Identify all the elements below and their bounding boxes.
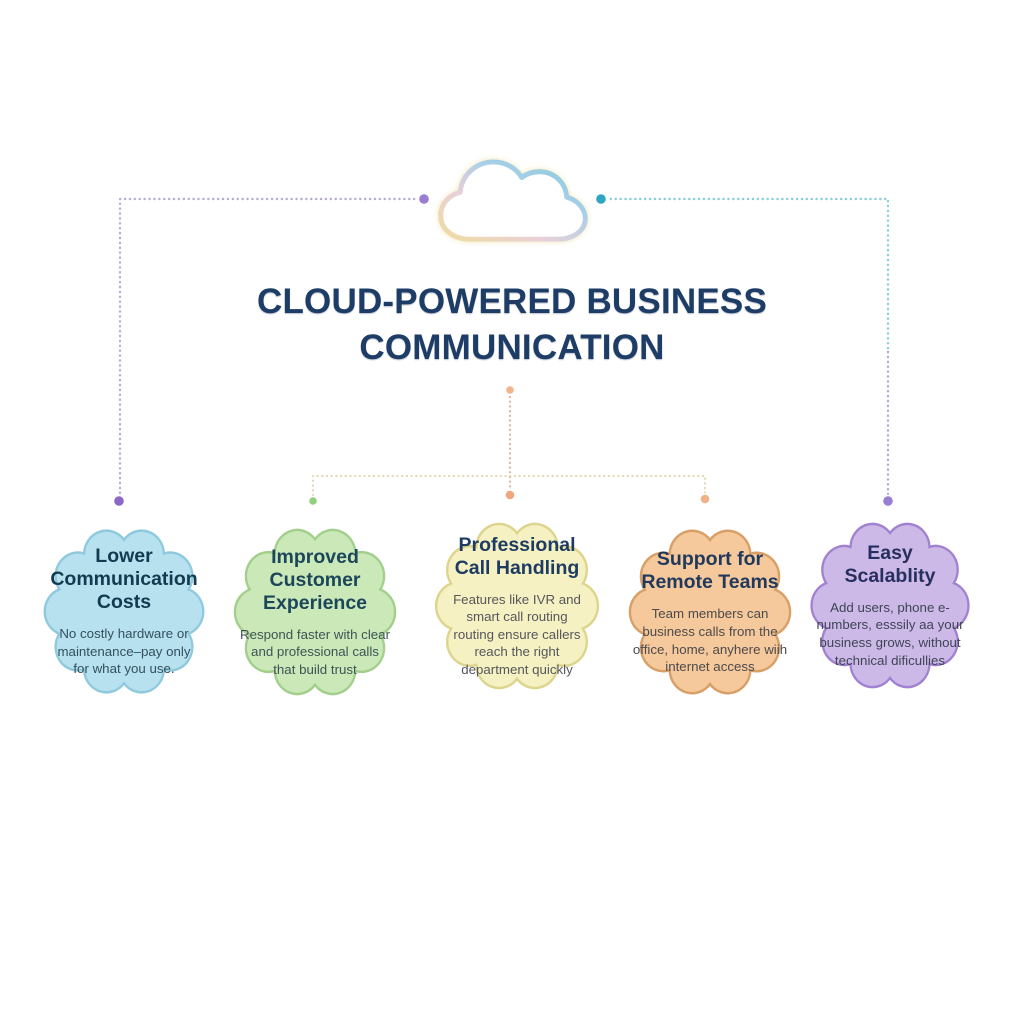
- bubble-text-block: Improved Customer Experience Respond fas…: [233, 518, 397, 706]
- bubble-heading: Lower Communication Costs: [50, 545, 198, 614]
- scalloped-cloud-shape: [43, 529, 205, 694]
- bubble-body: Add users, phone e- numbers, esssily aa …: [816, 599, 964, 668]
- cloud-left-dot: [417, 192, 431, 206]
- bubble-text-block: Professional Call Handling Features like…: [434, 512, 600, 700]
- benefit-bubble-support-for-remote-teams: Support for Remote Teams Team members ca…: [612, 509, 808, 715]
- bubble-1-dot: [112, 494, 126, 508]
- bubble-heading: Improved Customer Experience: [262, 545, 368, 614]
- scalloped-cloud-shape: [810, 522, 970, 689]
- title-stem-dot: [504, 384, 516, 396]
- main-title: CLOUD-POWERED BUSINESS COMMUNICATION: [0, 279, 1024, 371]
- left-frame-line: [118, 197, 426, 499]
- benefit-bubble-easy-scalability: Easy Scalablity Add users, phone e- numb…: [794, 502, 986, 709]
- branch-line: [311, 474, 707, 497]
- bubble-body: Features like IVR and smart call routing…: [453, 591, 581, 677]
- bubble-body: No costly hardware or maintenance–pay on…: [57, 626, 191, 677]
- scalloped-cloud-shape: [434, 522, 600, 690]
- bubble-heading: Easy Scalablity: [844, 541, 936, 587]
- benefit-bubble-improved-customer-experience: Improved Customer Experience Respond fas…: [217, 508, 413, 716]
- cloud-icon: [430, 146, 596, 260]
- scalloped-cloud-shape: [233, 528, 397, 696]
- benefit-bubble-professional-call-handling: Professional Call Handling Features like…: [418, 502, 616, 710]
- bubble-text-block: Support for Remote Teams Team members ca…: [628, 519, 792, 705]
- bubble-heading: Professional Call Handling: [454, 533, 580, 579]
- bubble-heading: Support for Remote Teams: [641, 548, 779, 594]
- bubble-5-dot: [881, 494, 895, 508]
- main-title-line-1: CLOUD-POWERED BUSINESS: [257, 282, 767, 321]
- bubble-text-block: Easy Scalablity Add users, phone e- numb…: [810, 512, 970, 699]
- main-title-line-2: COMMUNICATION: [359, 328, 665, 367]
- bubble-text-block: Lower Communication Costs No costly hard…: [43, 519, 205, 704]
- bubble-body: Respond faster with clear and profession…: [239, 626, 391, 677]
- bubble-4-dot: [699, 493, 711, 505]
- cloud-right-dot: [594, 192, 608, 206]
- cloud-icon-svg: [438, 159, 588, 242]
- bubble-body: Team members can business calls from the…: [632, 606, 788, 675]
- scalloped-cloud-shape: [628, 529, 792, 695]
- bubble-2-dot: [307, 495, 319, 507]
- benefit-bubble-lower-communication-costs: Lower Communication Costs No costly hard…: [27, 509, 221, 714]
- bubble-3-dot: [504, 489, 516, 501]
